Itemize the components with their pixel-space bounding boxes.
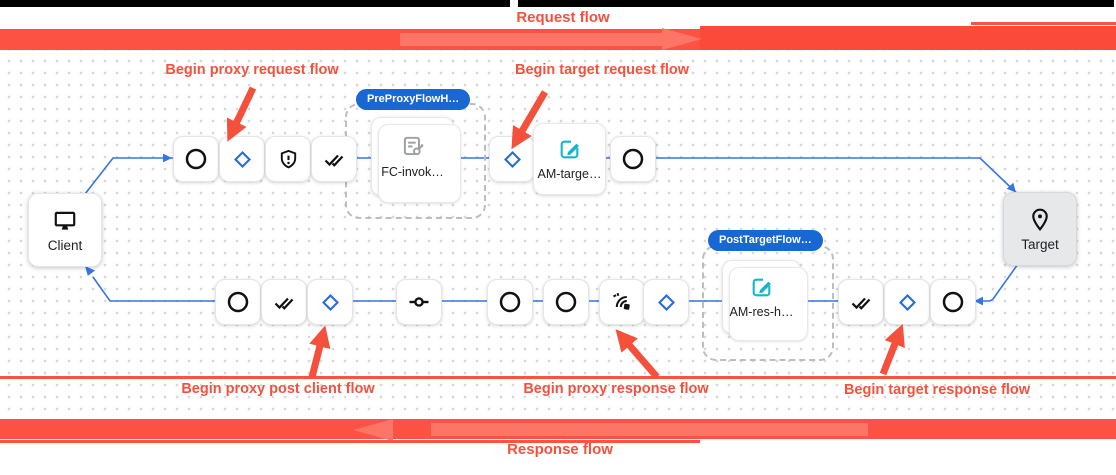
response-node-circle-b[interactable] bbox=[543, 279, 589, 325]
policy-card-label: FC-invok… bbox=[381, 165, 444, 179]
circle-icon bbox=[227, 291, 249, 313]
diamond-icon bbox=[657, 293, 675, 311]
request-node-start[interactable] bbox=[173, 136, 219, 182]
annotation-begin-target-response-flow: Begin target response flow bbox=[843, 382, 1031, 398]
circle-icon bbox=[555, 291, 577, 313]
annotation-begin-target-request-flow: Begin target request flow bbox=[514, 62, 690, 78]
location-pin-icon bbox=[1032, 208, 1048, 231]
request-node-security[interactable] bbox=[265, 136, 311, 182]
top-window-edge-left bbox=[0, 0, 510, 7]
monitor-icon bbox=[54, 211, 76, 230]
request-node-end[interactable] bbox=[610, 136, 656, 182]
client-endpoint-label: Client bbox=[47, 237, 83, 253]
response-node-circle-a[interactable] bbox=[487, 279, 533, 325]
response-node-done-all[interactable] bbox=[261, 279, 307, 325]
response-node-done-all-target[interactable] bbox=[838, 279, 884, 325]
diamond-icon bbox=[898, 293, 916, 311]
request-flow-stripe-step bbox=[700, 26, 1116, 50]
response-flow-banner-label: Response flow bbox=[507, 441, 613, 458]
target-endpoint-label: Target bbox=[1021, 236, 1059, 252]
circle-icon bbox=[622, 148, 644, 170]
circle-on-line-icon bbox=[409, 297, 429, 307]
post-target-flow-hook-badge[interactable]: PostTargetFlow… bbox=[708, 230, 823, 251]
request-node-done-all[interactable] bbox=[311, 136, 357, 182]
edit-square-icon bbox=[560, 140, 579, 159]
response-node-post-client-condition[interactable] bbox=[307, 279, 353, 325]
policy-card-label: AM-res-h… bbox=[729, 305, 794, 319]
response-node-start[interactable] bbox=[930, 279, 976, 325]
shield-exclamation-icon bbox=[280, 149, 296, 168]
double-check-icon bbox=[274, 297, 294, 310]
pre-proxy-flow-hook-badge[interactable]: PreProxyFlowH… bbox=[356, 89, 471, 110]
circle-icon bbox=[499, 291, 521, 313]
response-direction-arrow-body bbox=[431, 423, 868, 436]
response-node-proxy-condition[interactable] bbox=[643, 279, 689, 325]
top-window-edge-right bbox=[518, 0, 1114, 7]
policy-card-am-response[interactable]: AM-res-h… bbox=[722, 260, 808, 341]
request-direction-arrow-body bbox=[400, 33, 662, 46]
flow-editor-canvas[interactable] bbox=[0, 50, 1116, 419]
response-node-target-condition[interactable] bbox=[884, 279, 930, 325]
double-check-icon bbox=[851, 297, 871, 310]
annotation-begin-proxy-request-flow: Begin proxy request flow bbox=[165, 62, 339, 78]
diamond-icon bbox=[321, 293, 339, 311]
client-endpoint-node[interactable]: Client bbox=[28, 193, 102, 267]
flow-callout-icon bbox=[403, 136, 423, 156]
request-node-proxy-condition[interactable] bbox=[219, 136, 265, 182]
response-node-sensors[interactable] bbox=[599, 279, 645, 325]
policy-card-am-target[interactable]: AM-targe… bbox=[533, 123, 606, 195]
policy-card-fc-invoke[interactable]: FC-invok… bbox=[371, 117, 461, 203]
edit-square-icon bbox=[752, 278, 771, 297]
annotation-begin-proxy-post-client-flow: Begin proxy post client flow bbox=[181, 381, 375, 397]
target-endpoint-node[interactable]: Target bbox=[1003, 192, 1077, 266]
diamond-icon bbox=[233, 150, 251, 168]
request-direction-arrow-head bbox=[662, 28, 702, 50]
diamond-icon bbox=[503, 150, 521, 168]
double-check-icon bbox=[324, 154, 344, 167]
sensors-waves-icon bbox=[613, 292, 630, 310]
annotation-begin-proxy-response-flow: Begin proxy response flow bbox=[523, 381, 709, 397]
circle-icon bbox=[942, 291, 964, 313]
request-flow-stripe-edge bbox=[971, 22, 1116, 25]
circle-icon bbox=[185, 148, 207, 170]
request-node-target-condition[interactable] bbox=[489, 136, 535, 182]
response-flow-stripe-edge bbox=[0, 440, 700, 443]
request-flow-banner-label: Request flow bbox=[516, 9, 610, 26]
policy-card-label: AM-targe… bbox=[537, 167, 602, 181]
response-node-inline-condition[interactable] bbox=[396, 279, 442, 325]
response-node-post-client-end[interactable] bbox=[215, 279, 261, 325]
response-direction-arrow-head bbox=[353, 418, 393, 441]
